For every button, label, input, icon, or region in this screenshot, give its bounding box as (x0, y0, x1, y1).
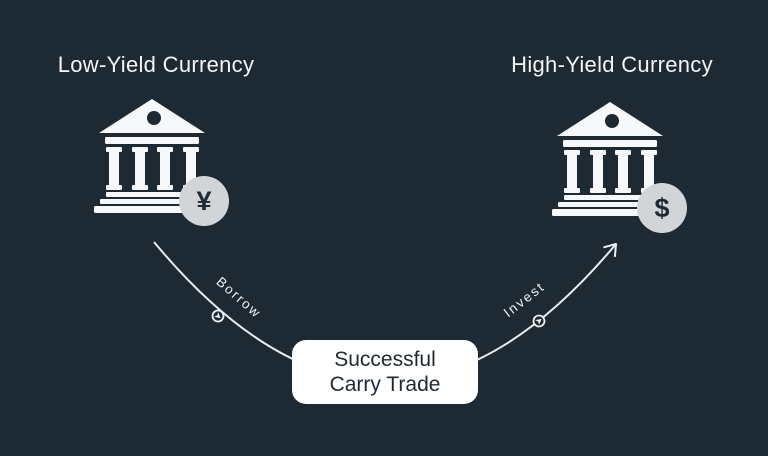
borrow-direction-marker-icon (211, 309, 225, 323)
result-line-1: Successful (334, 348, 436, 371)
dollar-coin-icon: $ (637, 183, 687, 233)
low-yield-title: Low-Yield Currency (57, 52, 255, 77)
dollar-symbol: $ (654, 192, 670, 223)
high-yield-title: High-Yield Currency (511, 52, 713, 77)
yen-symbol: ¥ (196, 185, 212, 216)
invest-direction-marker-icon (532, 314, 546, 328)
result-line-2: Carry Trade (329, 373, 441, 396)
carry-trade-result-box: Successful Carry Trade (292, 340, 478, 404)
yen-coin-icon: ¥ (179, 176, 229, 226)
invest-label: Invest (501, 279, 548, 320)
